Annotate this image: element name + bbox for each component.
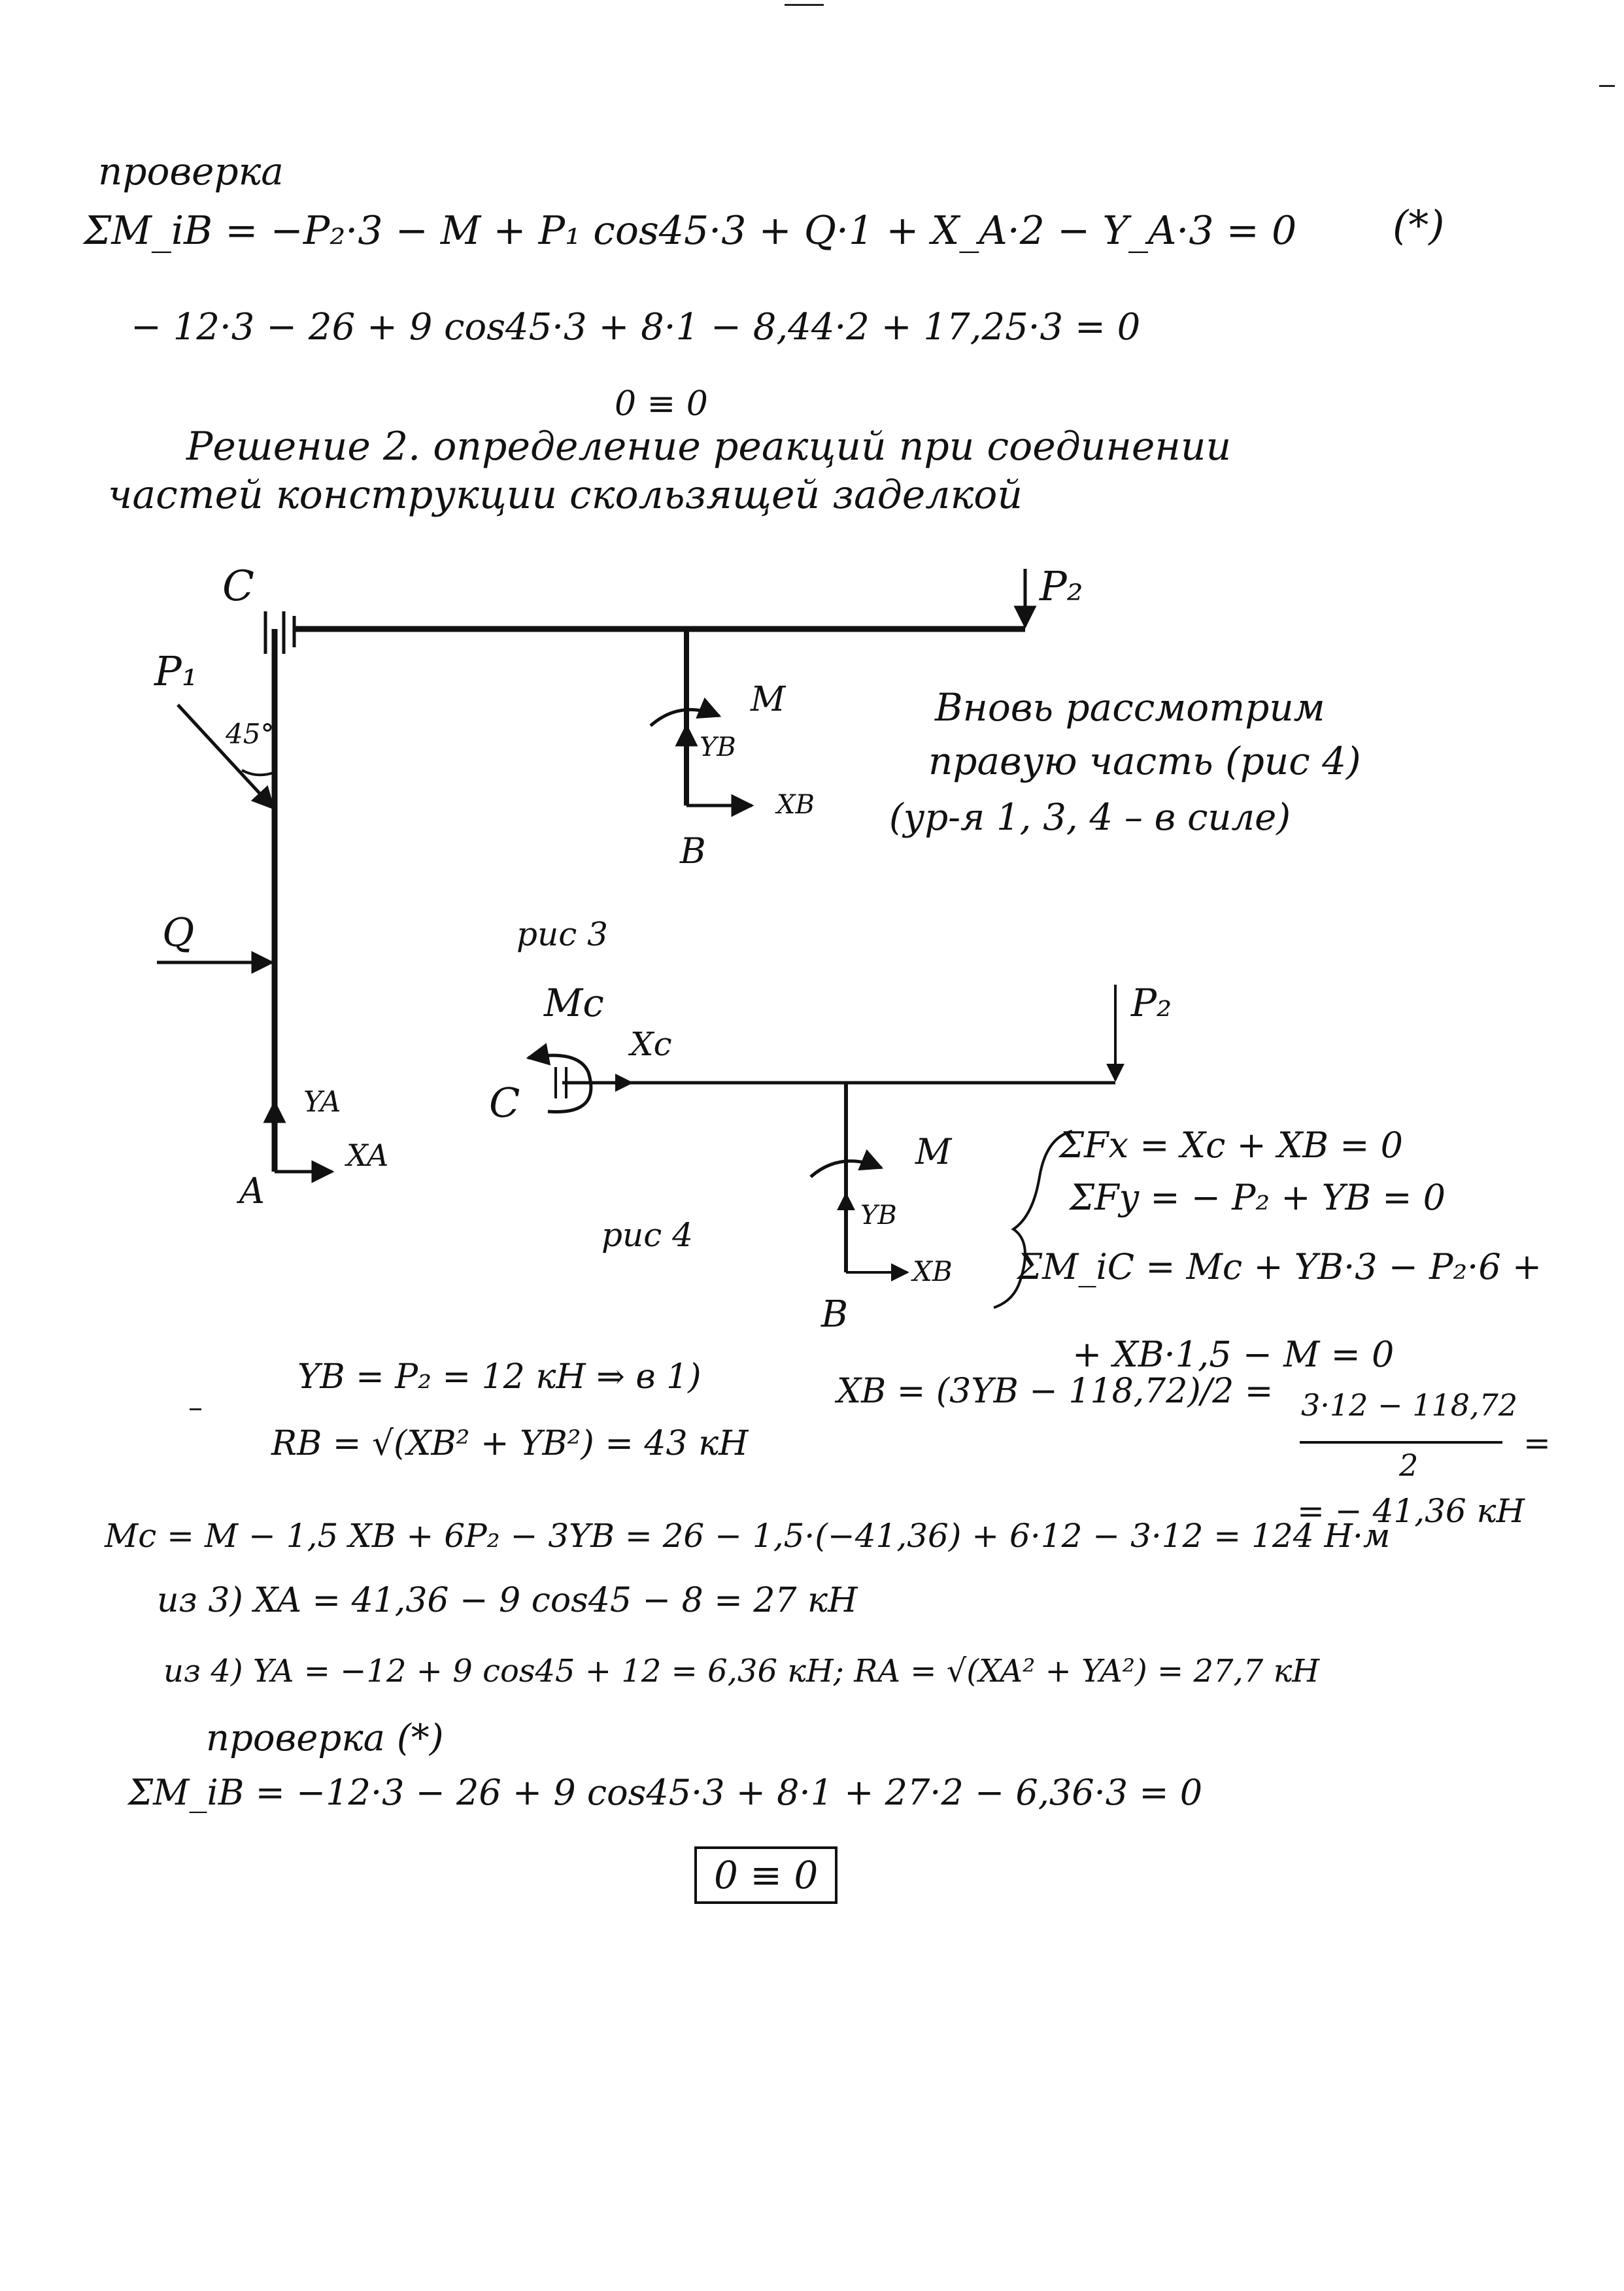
fig3-label-yb: YB — [700, 732, 736, 762]
fig4-label-b: B — [821, 1293, 849, 1336]
fig4-label-yb: YB — [860, 1200, 897, 1230]
fig3-label-q: Q — [162, 910, 195, 956]
rb-result: RB = √(XB² + YB²) = 43 кН — [271, 1424, 749, 1463]
moment-equation-b: ΣM_iB = −P₂·3 − M + P₁ cos45·3 + Q·1 + X… — [84, 208, 1297, 254]
fig3-label-p1: P₁ — [154, 647, 198, 695]
xb-fraction-bar — [1300, 1441, 1502, 1444]
fig4-label-xc: Xc — [630, 1025, 672, 1063]
scan-mark-top — [785, 4, 824, 6]
fig3-moment-m — [649, 697, 722, 727]
xb-fraction-denominator: 2 — [1399, 1448, 1419, 1483]
note-line-3: (ур-я 1, 3, 4 – в силе) — [889, 796, 1291, 839]
equation-star: (*) — [1393, 201, 1445, 249]
figure-3-caption: рис 3 — [516, 915, 608, 953]
identity-1: 0 ≡ 0 — [615, 384, 708, 424]
fig3-label-xa: XA — [347, 1138, 389, 1173]
system-equation-3-continued: + XB·1,5 − M = 0 — [1072, 1334, 1395, 1375]
fig3-label-c: C — [222, 562, 254, 611]
note-line-2: правую часть (рис 4) — [928, 739, 1361, 783]
identity-boxed: 0 ≡ 0 — [694, 1846, 838, 1904]
fig4-label-m: M — [915, 1131, 952, 1172]
fig3-label-b: B — [680, 830, 706, 872]
xb-result: = − 41,36 кН — [1297, 1492, 1525, 1530]
fig3-label-m: M — [751, 680, 786, 719]
yb-result: YB = P₂ = 12 кН ⇒ в 1) — [297, 1357, 702, 1397]
solution-heading-line-2: частей конструкции скользящей заделкой — [108, 472, 1023, 518]
numeric-check-1: − 12·3 − 26 + 9 cos45·3 + 8·1 − 8,44·2 +… — [131, 306, 1141, 348]
fig4-moment-m — [809, 1149, 884, 1178]
xb-expression: XB = (3YB − 118,72)/2 = — [837, 1372, 1274, 1411]
system-brace — [993, 1130, 1073, 1309]
scan-mark-left — [190, 1408, 201, 1410]
fig4-label-c: C — [489, 1079, 520, 1127]
system-equation-2: ΣFy = − P₂ + YB = 0 — [1070, 1177, 1446, 1218]
fig3-force-p1 — [177, 704, 275, 810]
system-equation-1: ΣFx = Xc + XB = 0 — [1059, 1125, 1403, 1166]
fig3-label-ya: YA — [303, 1085, 341, 1119]
fig3-label-a: A — [239, 1170, 265, 1212]
xa-result: из 3) XA = 41,36 − 9 cos45 − 8 = 27 кН — [157, 1581, 858, 1620]
fig4-label-p2: P₂ — [1131, 981, 1172, 1025]
xb-fraction-numerator: 3·12 − 118,72 — [1301, 1387, 1518, 1423]
system-equation-3: ΣM_iC = Mc + YB·3 − P₂·6 + — [1017, 1246, 1542, 1287]
numeric-check-2: ΣM_iB = −12·3 − 26 + 9 cos45·3 + 8·1 + 2… — [128, 1772, 1203, 1813]
fig3-label-p2: P₂ — [1040, 562, 1083, 610]
fig3-angle-arc — [241, 769, 274, 777]
ya-ra-result: из 4) YA = −12 + 9 cos45 + 12 = 6,36 кН;… — [163, 1653, 1320, 1689]
fig4-label-xb: XB — [913, 1255, 953, 1287]
figure-4-caption: рис 4 — [601, 1216, 693, 1254]
fig4-label-mc: Mc — [544, 981, 604, 1025]
solution-heading-line-1: Решение 2. определение реакций при соеди… — [186, 424, 1232, 469]
xb-fraction-equals: = — [1523, 1424, 1551, 1462]
mc-result: Mc = M − 1,5 XB + 6P₂ − 3YB = 26 − 1,5·(… — [105, 1517, 1391, 1555]
check-title: проверка — [98, 149, 284, 194]
fig3-label-angle: 45° — [226, 718, 275, 750]
note-line-1: Вновь рассмотрим — [935, 685, 1325, 730]
scan-mark-right — [1599, 85, 1615, 87]
fig4-moment-mc — [526, 1043, 593, 1113]
check-2-title: проверка (*) — [206, 1717, 444, 1759]
fig3-label-xb: XB — [777, 790, 815, 820]
